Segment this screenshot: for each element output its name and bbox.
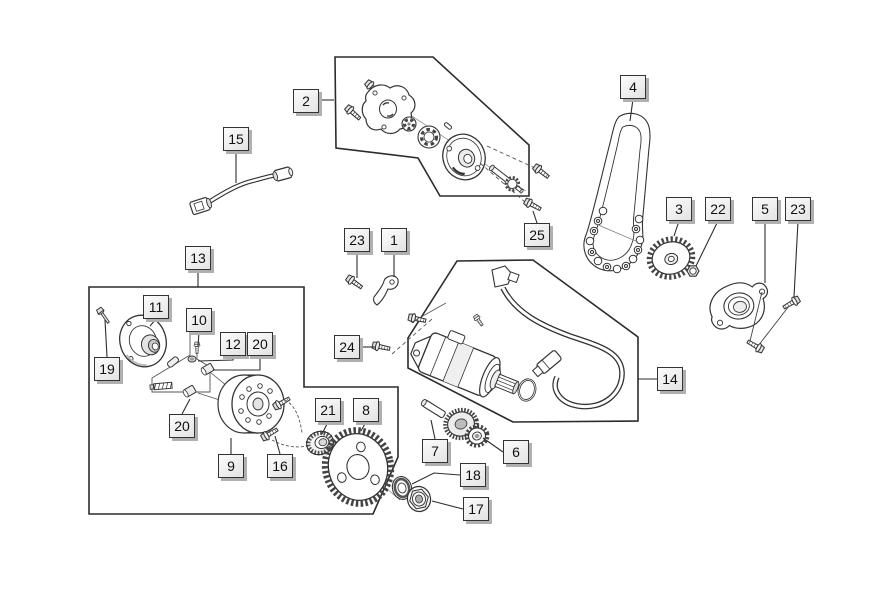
callout-12[interactable]: 12 — [220, 332, 246, 356]
bushing-20a — [200, 362, 215, 376]
callout-16[interactable]: 16 — [267, 454, 293, 478]
callout-13[interactable]: 13 — [185, 246, 211, 270]
callout-21[interactable]: 21 — [315, 398, 341, 422]
callout-18[interactable]: 18 — [460, 463, 486, 487]
callout-2[interactable]: 2 — [293, 89, 319, 113]
pickup-cable — [189, 166, 294, 216]
callout-20b[interactable]: 20 — [169, 414, 195, 438]
idle-gear-pin — [420, 399, 446, 419]
callout-6[interactable]: 6 — [503, 440, 529, 464]
cable-connector-left — [189, 196, 212, 216]
callout-15[interactable]: 15 — [223, 127, 249, 151]
spring — [149, 381, 173, 391]
callout-5[interactable]: 5 — [752, 197, 778, 221]
oil-pump-box — [334, 56, 530, 197]
pump-shaft — [488, 164, 524, 194]
callout-7[interactable]: 7 — [422, 439, 448, 463]
bracket — [373, 275, 399, 306]
outer-rotor — [417, 125, 441, 149]
flywheel-box — [88, 286, 399, 515]
callout-8[interactable]: 8 — [353, 398, 379, 422]
sprocket-nut — [686, 265, 700, 277]
starter-motor-group — [344, 265, 625, 448]
pump-pin — [443, 122, 453, 130]
callout-25[interactable]: 25 — [524, 223, 550, 247]
callout-9[interactable]: 9 — [218, 454, 244, 478]
starter-driven-gear — [321, 427, 395, 507]
callout-20a[interactable]: 20 — [247, 332, 273, 356]
flywheel-group — [96, 306, 432, 513]
cap-12 — [187, 355, 197, 363]
starter-cover — [709, 282, 802, 355]
timing-chain — [583, 112, 651, 274]
callout-17[interactable]: 17 — [463, 497, 489, 521]
callout-19[interactable]: 19 — [94, 357, 120, 381]
bushing-20b — [182, 384, 197, 398]
cable-end-connector — [531, 350, 562, 378]
group-boxes — [88, 56, 639, 515]
leader-lines — [104, 98, 799, 510]
woodruff-key-bolt — [193, 341, 201, 354]
callout-23a[interactable]: 23 — [344, 228, 370, 252]
pump-cover — [442, 133, 486, 181]
cable-connector-right — [272, 166, 294, 182]
idle-gear — [443, 407, 490, 448]
flywheel — [217, 374, 285, 434]
stator-screw — [96, 306, 110, 324]
oil-pump-assembly — [343, 78, 552, 214]
chain-links — [585, 206, 645, 274]
starter-cable — [491, 265, 625, 410]
roller — [166, 356, 180, 368]
stator-plate — [119, 314, 167, 368]
callout-23b[interactable]: 23 — [785, 197, 811, 221]
flange-nut — [406, 485, 432, 513]
starter-motor-box — [407, 259, 639, 423]
o-ring — [517, 378, 537, 402]
starter-sprocket — [646, 236, 696, 280]
callout-11[interactable]: 11 — [143, 295, 169, 319]
washer — [391, 476, 413, 500]
callout-24[interactable]: 24 — [334, 335, 360, 359]
callout-22[interactable]: 22 — [705, 197, 731, 221]
callout-14[interactable]: 14 — [657, 367, 683, 391]
callout-4[interactable]: 4 — [620, 75, 646, 99]
starter-motor — [410, 330, 520, 398]
callout-1[interactable]: 1 — [381, 228, 407, 252]
callout-3[interactable]: 3 — [666, 197, 692, 221]
small-parts-outline — [151, 331, 211, 393]
callout-10[interactable]: 10 — [186, 308, 212, 332]
inner-rotor — [401, 116, 417, 132]
